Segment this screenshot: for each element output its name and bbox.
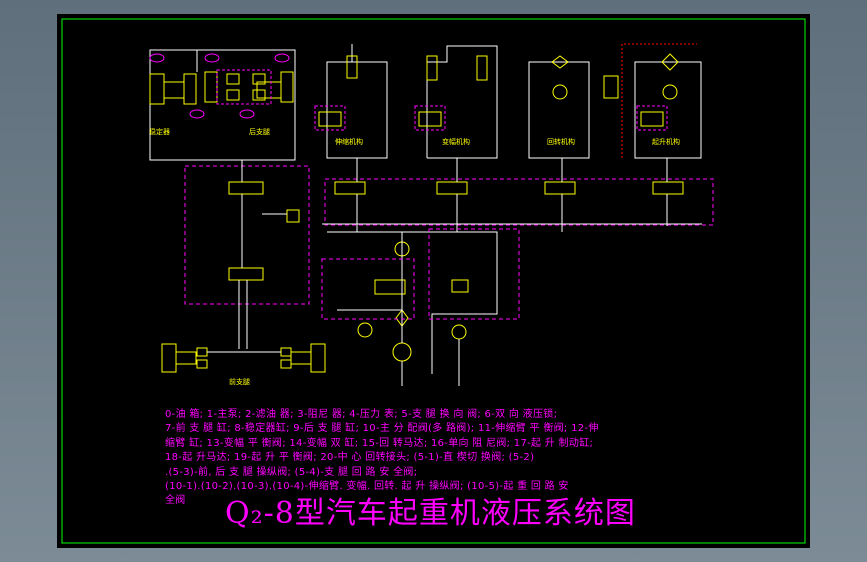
legend-line: 全阀 [165, 495, 186, 507]
legend-line: 7-前 支 腿 缸; 8-稳定器缸; 9-后 支 腿 缸; 10-主 分 配阀(… [165, 423, 599, 435]
part-tags-top-left [149, 53, 290, 119]
balance-valve-dashed-boxes [314, 105, 668, 131]
pump-and-gauges [357, 241, 469, 362]
legend-line: 缩臂 缸; 13-变幅 平 衡阀; 14-变幅 双 缸; 15-回 转马达; 1… [165, 437, 594, 449]
label-front-outrigger: 前支腿 [229, 377, 250, 386]
drawing-frame [61, 18, 806, 544]
stabilizer-cylinders [149, 71, 294, 105]
front-outrigger-cylinders [161, 343, 326, 373]
legend-line: (10-1).(10-2).(10-3).(10-4)-伸缩臂. 变幅. 回转.… [165, 480, 569, 492]
label-luffing: 变幅机构 [442, 137, 470, 146]
legend-line: 18-起 升马达; 19-起 升 平 衡阀; 20-中 心 回转接头; (5-1… [165, 452, 535, 464]
slew-brake-dashed-box [428, 228, 520, 320]
slewing-circuit [528, 55, 619, 159]
main-valve-bank-dashed [324, 178, 714, 226]
drawing-title: Q₂-8型汽车起重机液压系统图 [225, 496, 636, 531]
hoisting-circuit [621, 43, 702, 159]
legend-line: 0-油 箱; 1-主泵; 2-滤油 器; 3-阻尼 器; 4-压力 表; 5-支… [165, 409, 558, 420]
label-hoisting: 起升机构 [652, 137, 680, 146]
hydraulic-schematic: 稳定器 后支腿 [61, 18, 806, 544]
pump-dashed-box [321, 258, 415, 320]
pump-lines [337, 232, 460, 386]
luffing-circuit [426, 45, 498, 159]
lock-box-dashed [216, 69, 272, 105]
balance-valves [318, 111, 664, 127]
cad-viewport[interactable]: 稳定器 后支腿 [57, 14, 810, 548]
label-telescoping: 伸缩机构 [335, 137, 363, 146]
label-slewing: 回转机构 [547, 137, 575, 146]
main-supply-lines [322, 158, 702, 374]
main-directional-valves [334, 181, 684, 195]
outrigger-valves [228, 181, 300, 281]
outrigger-locks [226, 73, 266, 101]
legend-line: .(5-3)-前, 后 支 腿 操纵阀; (5-4)-支 腿 回 路 安 全阀; [165, 466, 418, 478]
label-stabilizer: 稳定器 [149, 127, 170, 136]
parts-legend: 0-油 箱; 1-主泵; 2-滤油 器; 3-阻尼 器; 4-压力 表; 5-支… [165, 408, 755, 509]
label-rear-outrigger: 后支腿 [249, 127, 270, 136]
rear-outrigger-group [149, 49, 296, 161]
outrigger-lines [238, 160, 287, 349]
